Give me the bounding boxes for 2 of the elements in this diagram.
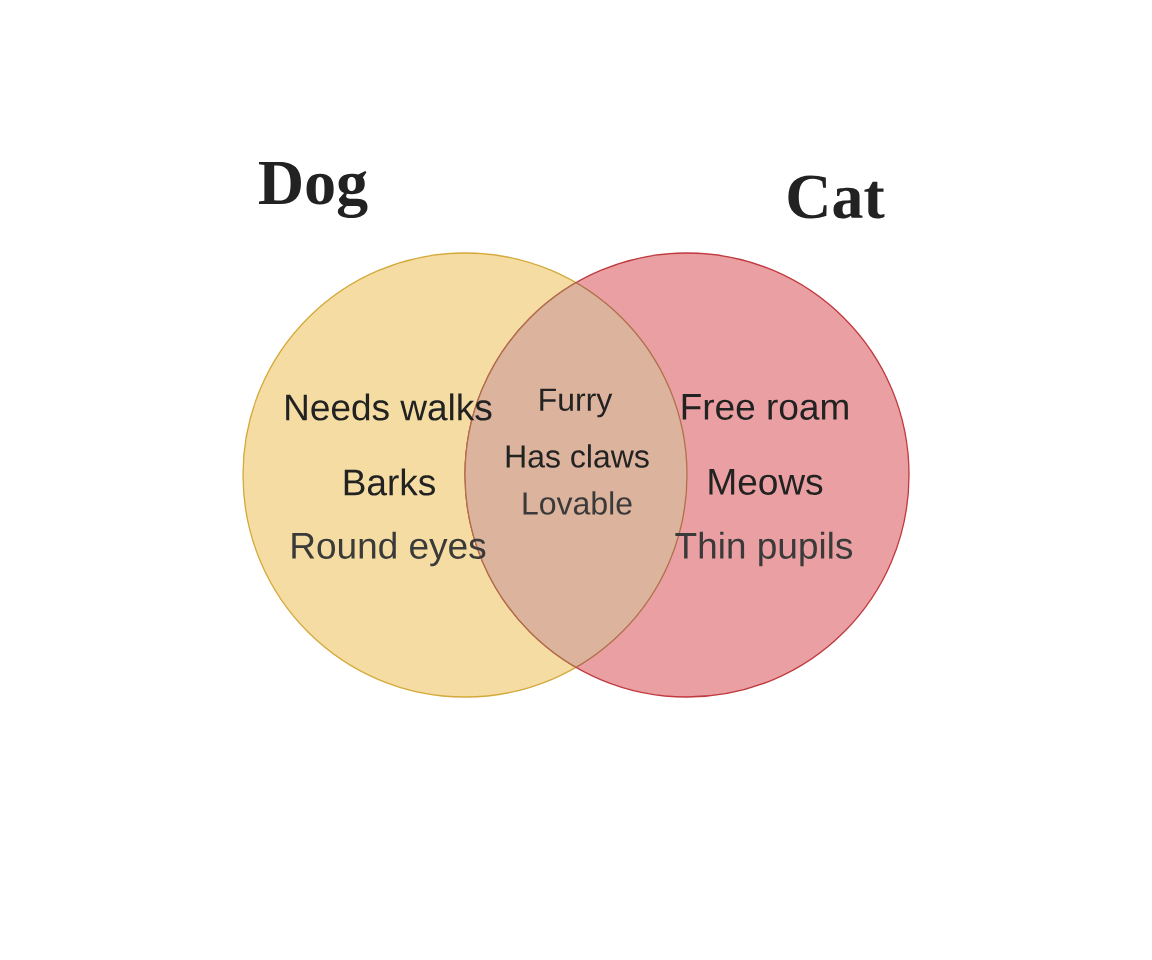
set-title: Dog bbox=[259, 162, 368, 218]
set-title: Cat bbox=[788, 175, 885, 219]
